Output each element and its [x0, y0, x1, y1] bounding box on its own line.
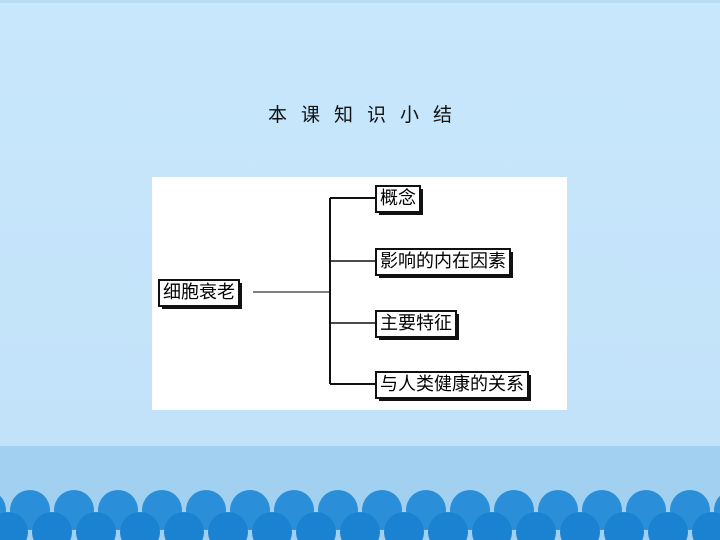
- wave-row-front: [0, 512, 720, 540]
- wave-bump: [76, 512, 116, 540]
- wave-bump: [516, 512, 556, 540]
- branch-node-main-features: 主要特征: [375, 310, 459, 340]
- wave-bump: [164, 512, 204, 540]
- slide-title: 本课知识小结: [267, 104, 466, 126]
- wave-bump: [32, 512, 72, 540]
- mind-map-panel: 细胞衰老 概念 影响的内在因素 主要特征 与人类健康的关系: [152, 177, 567, 410]
- branch-node-health-relation: 与人类健康的关系: [375, 371, 531, 401]
- root-node: 细胞衰老: [158, 279, 242, 309]
- wave-bump: [296, 512, 336, 540]
- wave-bump: [252, 512, 292, 540]
- wave-bump: [692, 512, 720, 540]
- wave-bump: [384, 512, 424, 540]
- wave-row-back: [0, 490, 720, 530]
- wave-bump: [340, 512, 380, 540]
- wave-bump: [472, 512, 512, 540]
- branch-node-internal-factors: 影响的内在因素: [375, 248, 513, 278]
- top-border-line: [0, 0, 720, 3]
- wave-bump: [208, 512, 248, 540]
- wave-bump: [120, 512, 160, 540]
- wave-bump: [428, 512, 468, 540]
- connector-lines: [253, 197, 375, 385]
- wave-bump: [604, 512, 644, 540]
- wave-bump: [0, 512, 28, 540]
- wave-bump: [648, 512, 688, 540]
- wave-bump: [560, 512, 600, 540]
- branch-node-concept: 概念: [375, 185, 423, 215]
- wave-decoration: [0, 490, 720, 540]
